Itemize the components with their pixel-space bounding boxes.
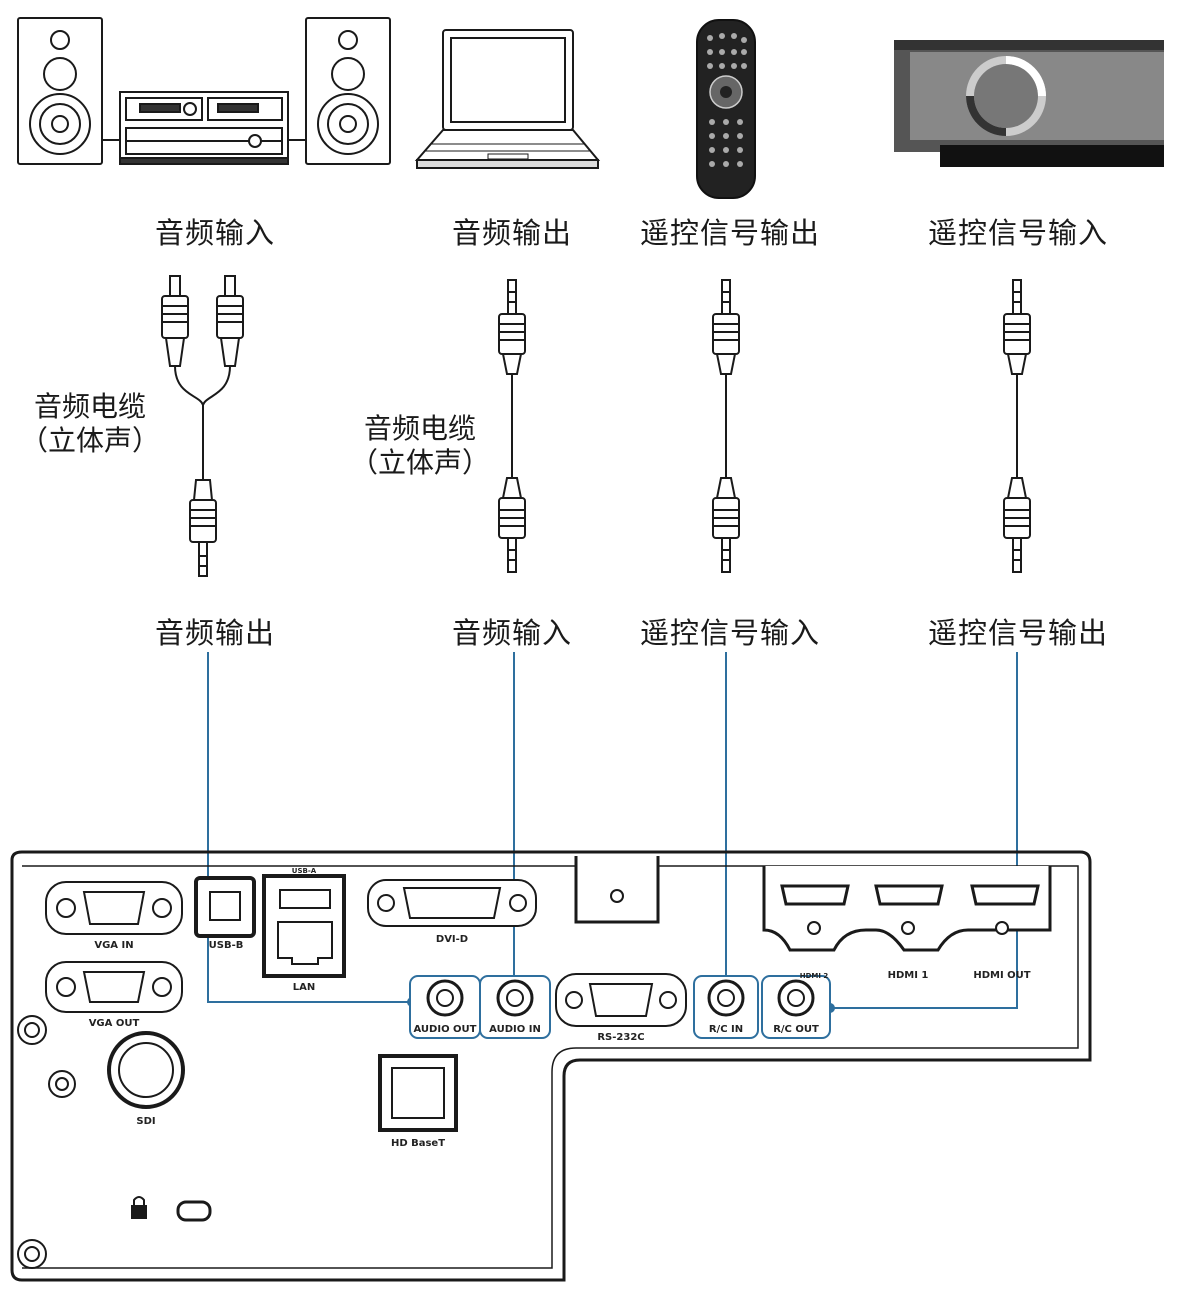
laptop-audio-cable	[498, 279, 526, 573]
audio-rc-ports	[409, 973, 831, 1039]
vga-in-label: VGA IN	[94, 940, 133, 951]
laptop-icon	[414, 29, 601, 169]
audio-out-side-label: 音频输出	[154, 616, 276, 650]
usb-a-label: USB-A	[292, 867, 317, 875]
hdmi2-label: HDMI 2	[800, 972, 829, 980]
rc-in-label: R/C IN	[709, 1024, 743, 1035]
dvi-d-label: DVI-D	[436, 934, 468, 945]
cable2-line2: （立体声）	[349, 446, 491, 479]
audio-in-side-label: 音频输入	[451, 616, 573, 650]
cable1-line2: （立体声）	[19, 424, 161, 457]
projector-icon	[894, 40, 1164, 167]
hdbaset-label: HD BaseT	[391, 1138, 445, 1149]
audio-out-label: AUDIO OUT	[414, 1024, 477, 1035]
cable2-label: 音频电缆 （立体声）	[350, 412, 490, 480]
rca-stereo-cable	[161, 275, 244, 577]
usb-a-lan-port	[262, 874, 346, 978]
rc-out-side-label: 遥控信号输出	[927, 616, 1109, 650]
hdmi1-label: HDMI 1	[888, 970, 929, 981]
remote-label: 遥控信号输出	[639, 216, 821, 250]
sdi-label: SDI	[136, 1116, 155, 1127]
vga-in-port	[45, 881, 183, 935]
rc-in-cable	[712, 279, 740, 573]
rc-out-label: R/C OUT	[773, 1024, 819, 1035]
vga-out-port	[45, 961, 183, 1013]
usb-b-label: USB-B	[209, 940, 244, 951]
mount-bracket	[574, 856, 660, 924]
laptop-label: 音频输出	[451, 216, 573, 250]
usb-b-port	[194, 876, 256, 938]
rear-panel	[10, 850, 1092, 1282]
vga-out-label: VGA OUT	[89, 1018, 140, 1029]
rs232c-label: RS-232C	[597, 1032, 644, 1043]
cable1-label: 音频电缆 （立体声）	[20, 390, 160, 458]
hdmi-ports	[762, 866, 1052, 952]
stereo-label: 音频输入	[154, 216, 276, 250]
projector-label: 遥控信号输入	[927, 216, 1109, 250]
dvi-d-port	[367, 879, 537, 927]
stereo-system-icon	[17, 17, 391, 165]
hdbaset-port	[378, 1054, 458, 1132]
audio-in-label: AUDIO IN	[489, 1024, 541, 1035]
lan-label: LAN	[293, 982, 315, 993]
hdmi-out-label: HDMI OUT	[973, 970, 1030, 981]
security-lock-icon	[131, 1196, 212, 1222]
remote-control-icon	[696, 19, 756, 199]
panel-labels: VGA IN VGA OUT USB-B USB-A LAN DVI-D SDI…	[89, 867, 1031, 1149]
cable1-line1: 音频电缆	[33, 390, 147, 423]
rc-in-side-label: 遥控信号输入	[639, 616, 821, 650]
mini-jack-cables	[498, 279, 1031, 573]
sdi-port	[107, 1031, 185, 1109]
rc-out-cable	[1003, 279, 1031, 573]
cable2-line1: 音频电缆	[363, 412, 477, 445]
